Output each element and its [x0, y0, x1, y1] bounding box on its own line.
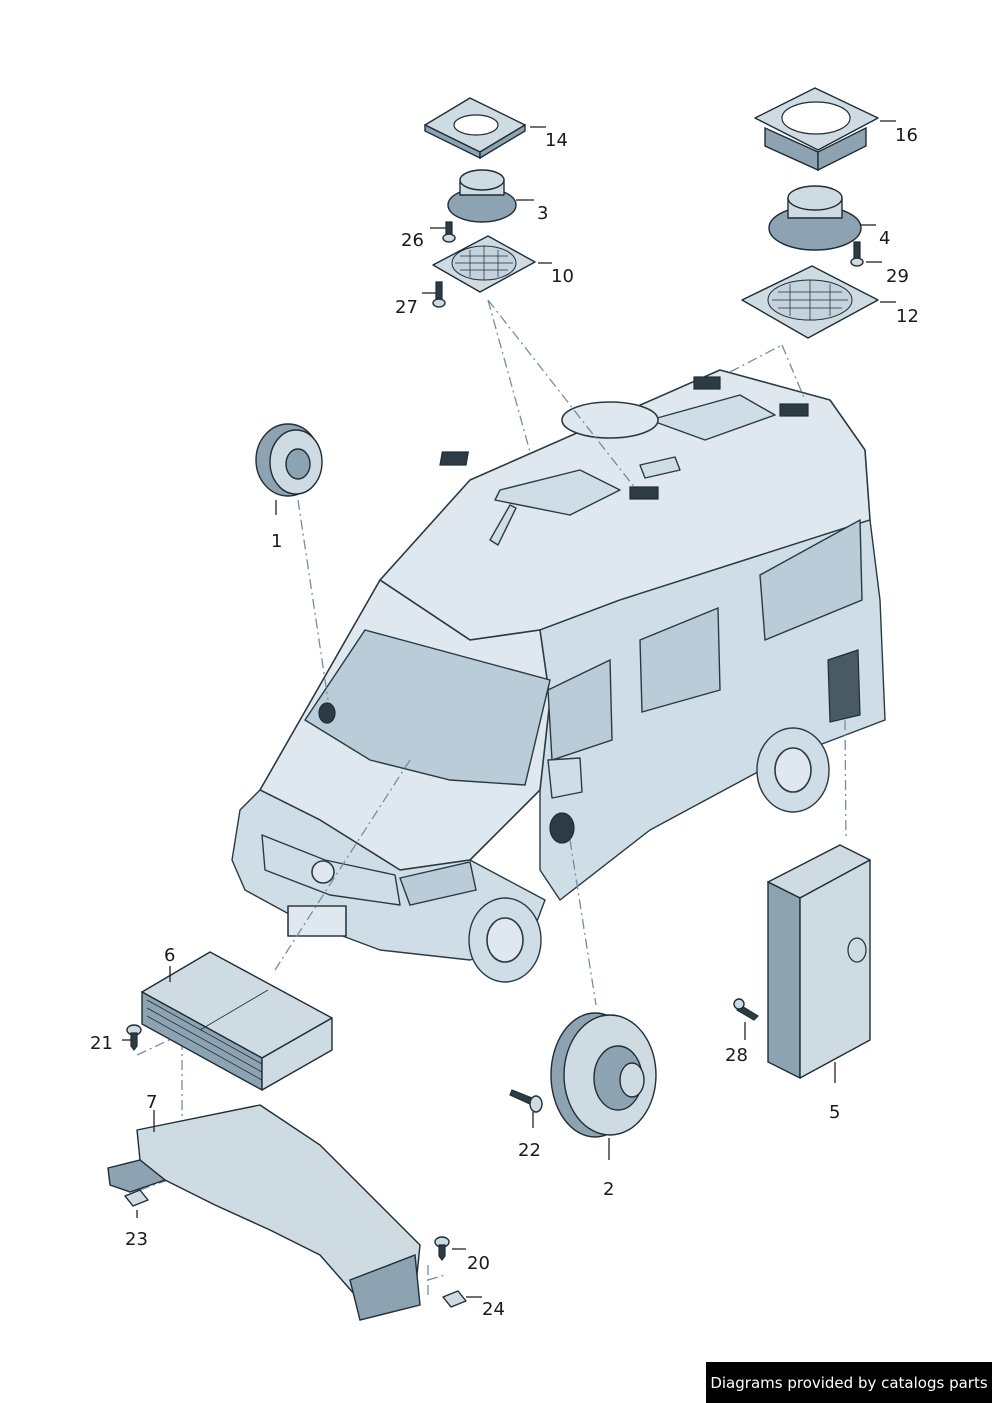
part-1-speaker [255, 423, 323, 497]
part-6-amplifier [141, 951, 333, 1092]
label-part-10: 10 [551, 266, 574, 287]
label-part-29: 29 [886, 266, 909, 287]
part-24-clip [442, 1290, 467, 1308]
part-14-speaker-bracket [424, 97, 526, 160]
label-part-23: 23 [125, 1229, 148, 1250]
label-part-22: 22 [518, 1140, 541, 1161]
part-28-screw [733, 998, 759, 1021]
label-part-21: 21 [90, 1033, 113, 1054]
credit-banner: Diagrams provided by catalogs parts [706, 1362, 992, 1403]
label-part-3: 3 [537, 203, 548, 224]
label-part-2: 2 [603, 1179, 614, 1200]
label-part-4: 4 [879, 228, 890, 249]
part-29-screw [850, 241, 864, 267]
label-part-16: 16 [895, 125, 918, 146]
part-12-grille [741, 265, 879, 339]
part-22-rivet [509, 1089, 543, 1113]
part-16-speaker-bracket [754, 87, 879, 172]
part-5-enclosure [767, 844, 871, 1080]
part-4-speaker [768, 185, 862, 251]
label-part-28: 28 [725, 1045, 748, 1066]
label-part-20: 20 [467, 1253, 490, 1274]
part-27-screw [432, 281, 446, 308]
part-23-clip [124, 1189, 149, 1207]
label-part-7: 7 [146, 1092, 157, 1113]
label-part-6: 6 [164, 945, 175, 966]
part-20-screw [434, 1236, 450, 1261]
label-part-12: 12 [896, 306, 919, 327]
label-part-14: 14 [545, 130, 568, 151]
part-2-woofer [550, 1012, 657, 1138]
van-illustration [231, 369, 886, 983]
label-part-27: 27 [395, 297, 418, 318]
label-part-24: 24 [482, 1299, 505, 1320]
part-7-mounting-bracket [107, 1104, 421, 1321]
part-21-screw [126, 1024, 142, 1051]
part-10-grille [432, 235, 536, 293]
part-26-screw [442, 221, 456, 243]
solid-leaders [122, 120, 896, 1298]
label-part-26: 26 [401, 230, 424, 251]
part-3-speaker [447, 169, 517, 223]
label-part-1: 1 [271, 531, 282, 552]
part-labels: 14 3 26 10 27 16 4 29 12 1 6 21 7 22 2 2… [90, 125, 919, 1320]
dashed-leaders [136, 299, 847, 1295]
label-part-5: 5 [829, 1102, 840, 1123]
